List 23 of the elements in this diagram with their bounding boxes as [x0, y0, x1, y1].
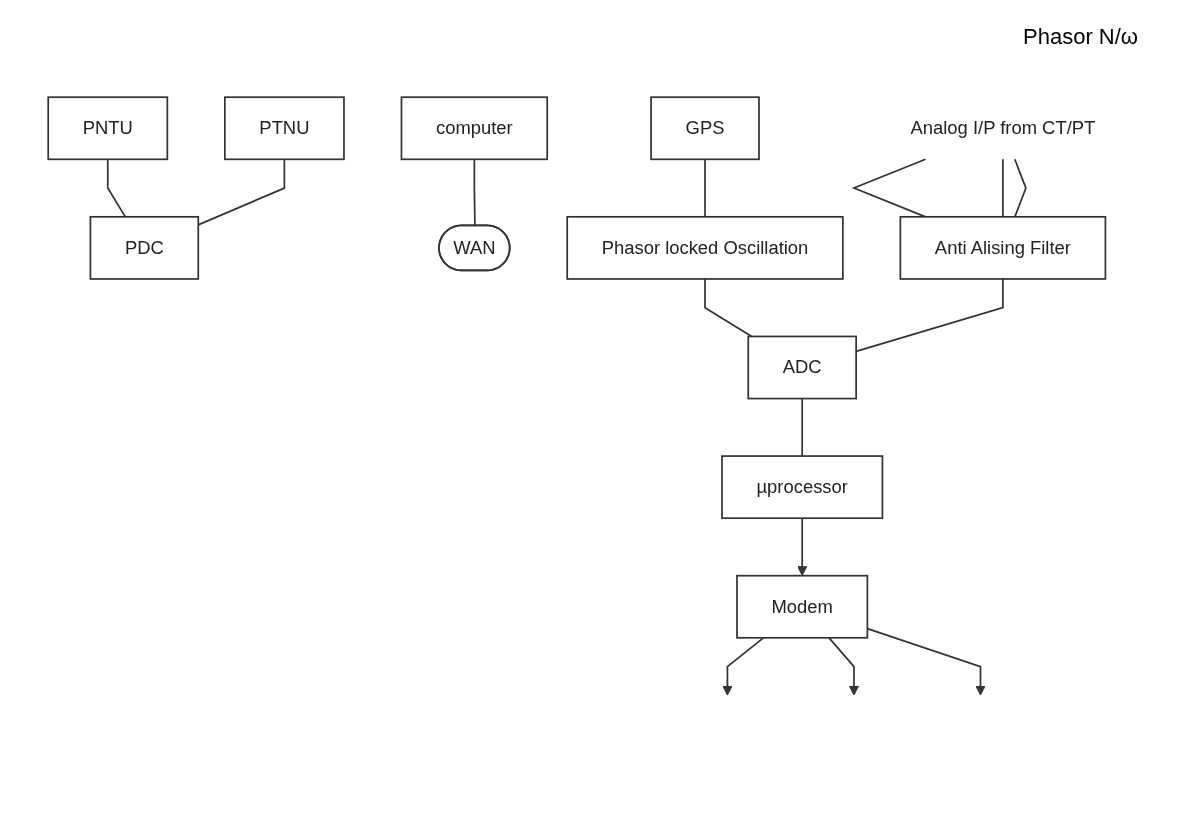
connector [801, 397, 804, 457]
node-text: Analog I/P from CT/PT [910, 117, 1096, 138]
connector [106, 158, 127, 218]
diagram-label: Phasor N/ω [1023, 24, 1138, 50]
connector [473, 158, 476, 227]
node-box: ADC [747, 335, 857, 400]
node-box: GPS [650, 96, 760, 161]
connector [704, 158, 706, 218]
connector [704, 278, 753, 338]
arrow [722, 636, 765, 696]
connector [851, 158, 927, 218]
node-box: µprocessor [721, 455, 884, 520]
node-box: Phasor locked Oscillation [566, 215, 844, 280]
connector [1013, 158, 1027, 218]
arrow [797, 517, 808, 577]
node-box: Anti Alising Filter [899, 215, 1107, 280]
node-box: computer [400, 96, 549, 161]
node-box: PTNU [224, 96, 345, 161]
node-box: PNTU [47, 96, 169, 161]
node-box: Modem [736, 574, 869, 639]
arrow [828, 636, 859, 696]
node-box: PDC [89, 215, 200, 280]
connector [1002, 158, 1004, 218]
